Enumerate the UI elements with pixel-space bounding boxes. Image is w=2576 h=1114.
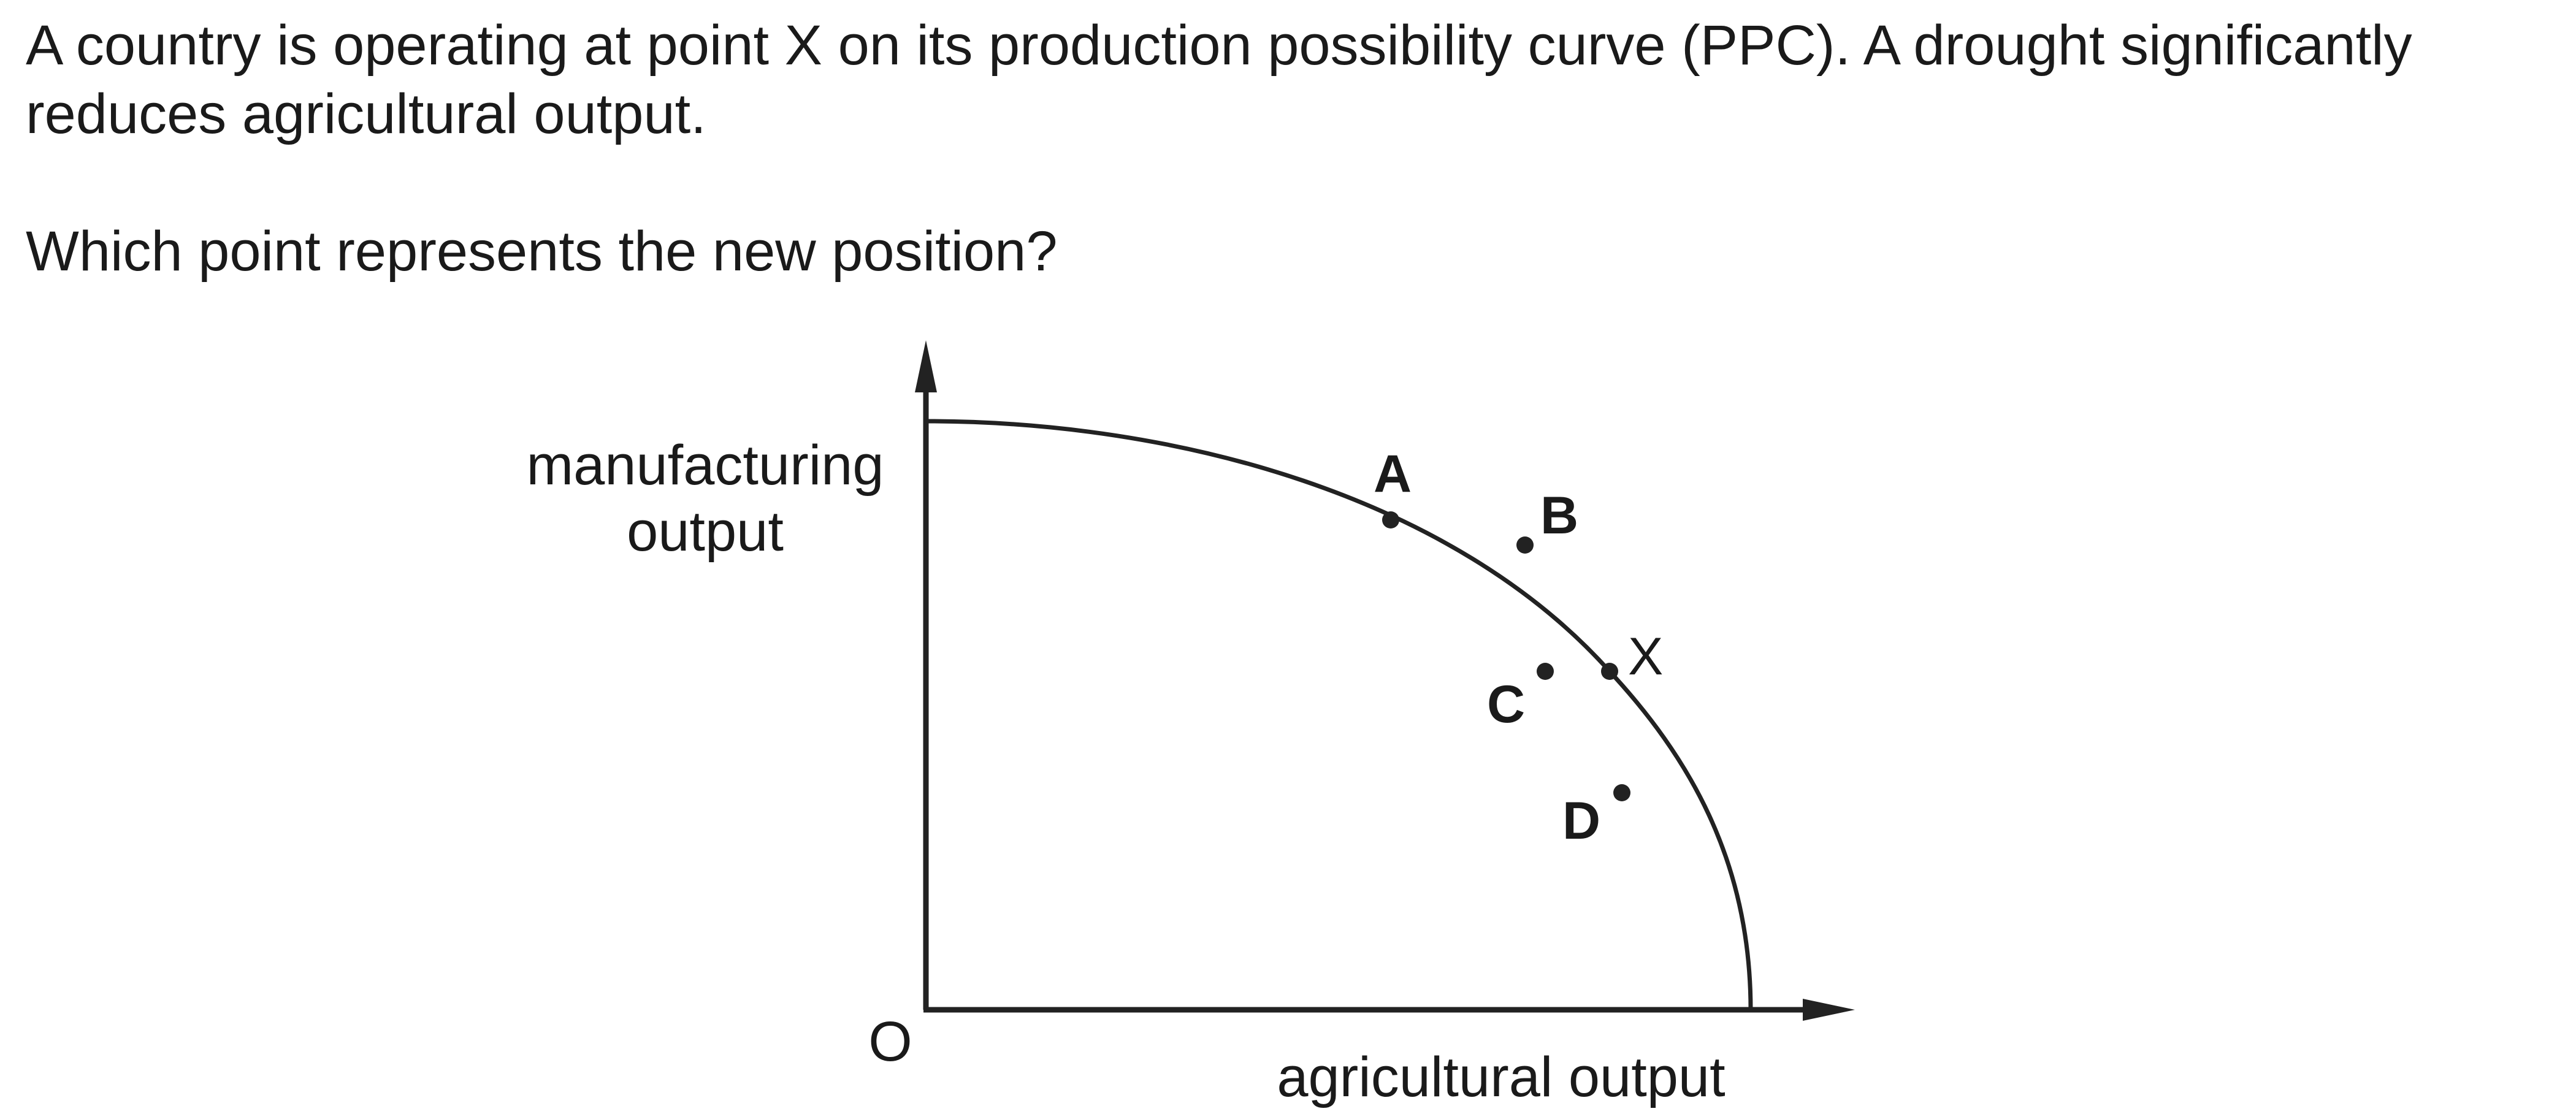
point-d-dot — [1613, 784, 1630, 801]
origin-label: O — [868, 1010, 912, 1073]
question-prompt: Which point represents the new position? — [26, 220, 1058, 283]
point-c-label: C — [1487, 675, 1525, 734]
question-stem: A country is operating at point X on its… — [26, 14, 2412, 145]
point-x-label: X — [1628, 627, 1663, 686]
ppc-curve — [925, 419, 1753, 1010]
point-a-dot — [1382, 511, 1399, 528]
y-axis-arrow-icon — [915, 340, 937, 392]
point-a-label: A — [1374, 444, 1412, 503]
x-axis-arrow-icon — [1803, 999, 1855, 1021]
point-b-dot — [1516, 536, 1534, 554]
point-x-dot — [1601, 663, 1618, 680]
point-d-label: D — [1562, 792, 1600, 850]
y-axis-label-line2: output — [627, 500, 784, 563]
point-c-dot — [1537, 663, 1554, 680]
y-axis-label-line1: manufacturing — [527, 434, 884, 497]
question-text: A country is operating at point X on its… — [26, 11, 2540, 286]
x-axis-label: agricultural output — [1277, 1046, 1725, 1108]
point-b-label: B — [1540, 486, 1578, 545]
